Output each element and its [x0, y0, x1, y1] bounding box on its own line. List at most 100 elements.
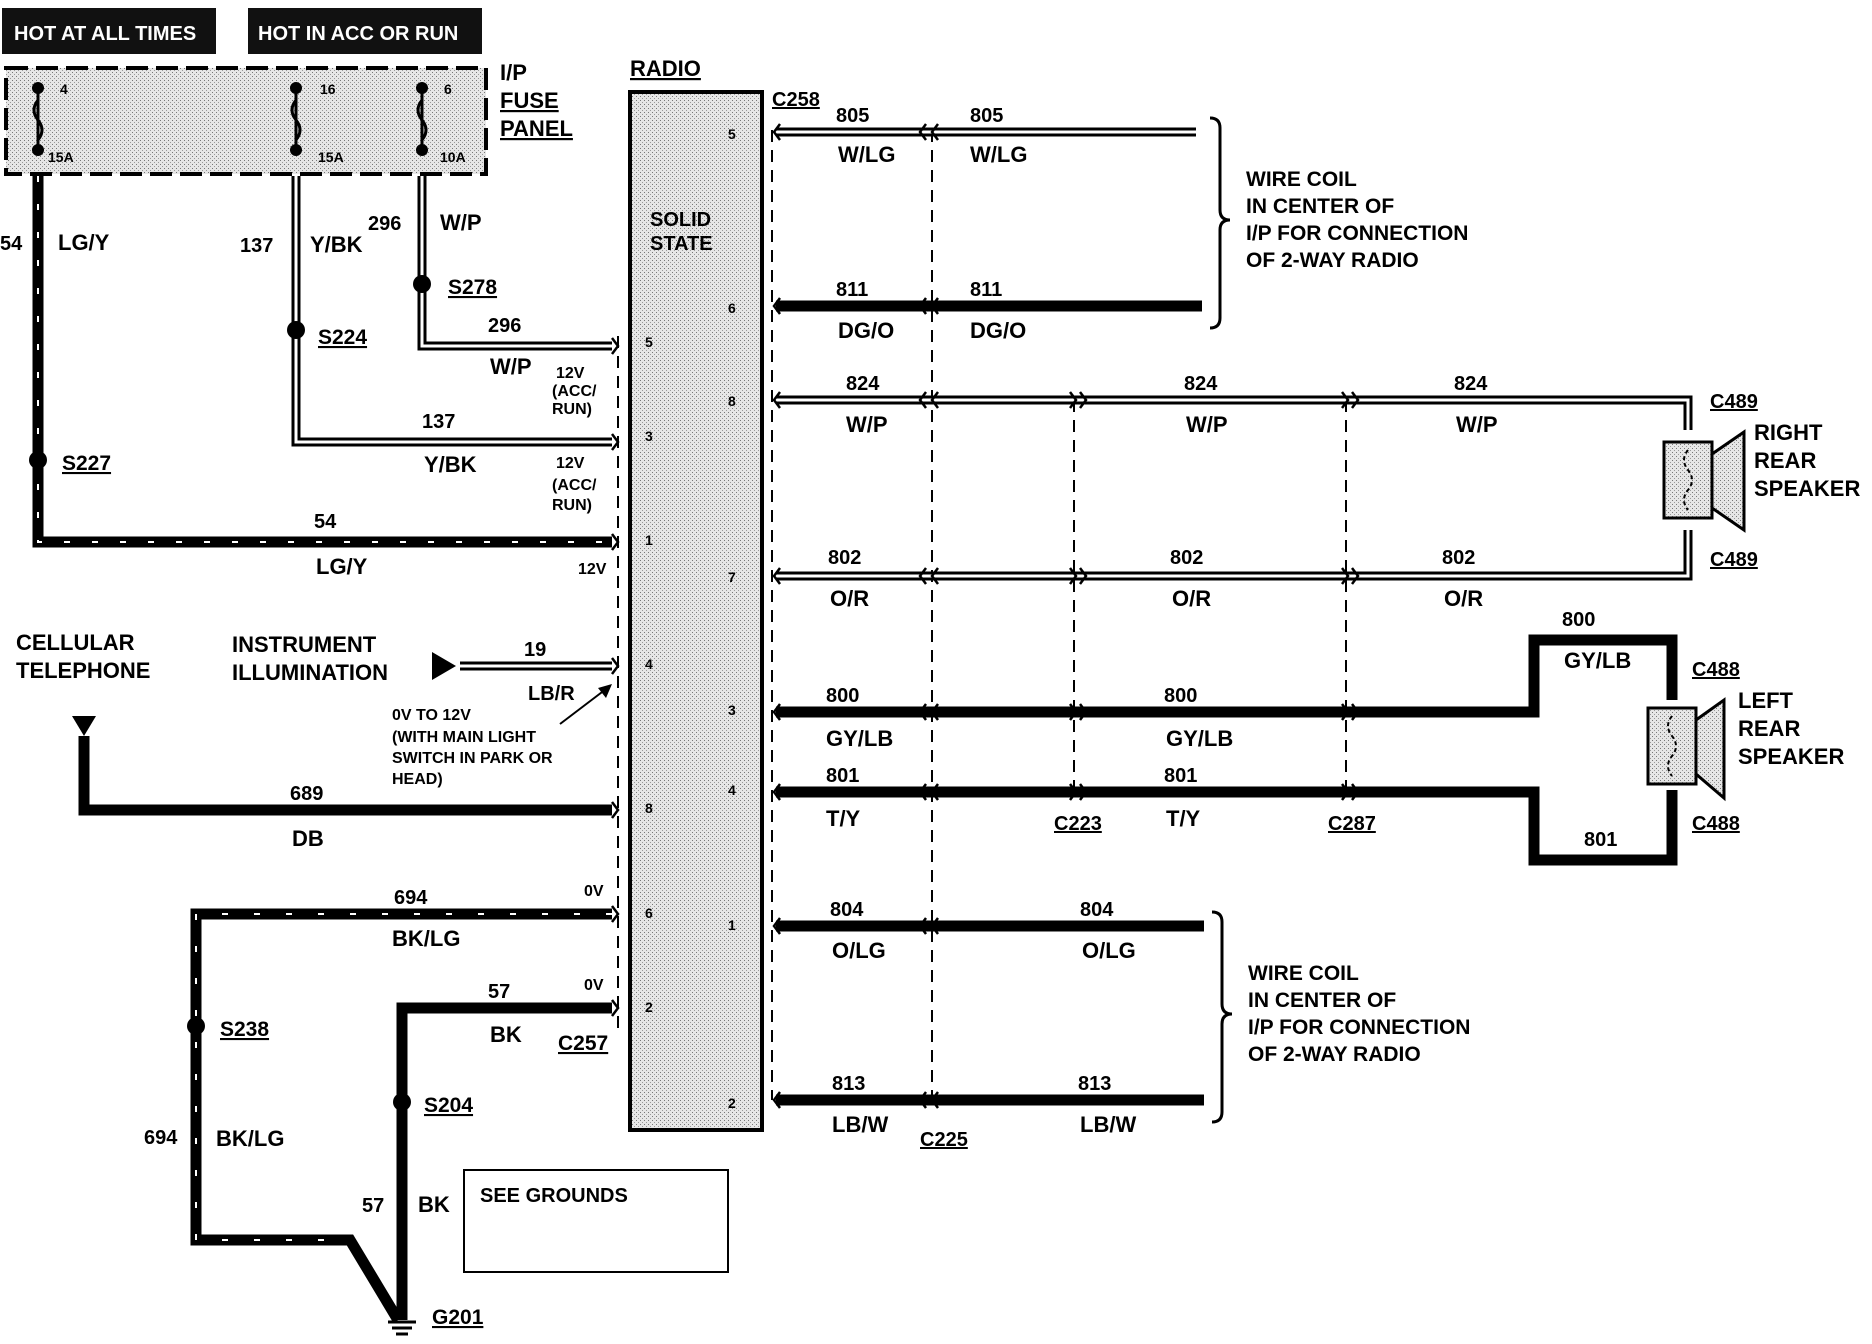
splice-s238	[187, 1017, 205, 1035]
radio-right-pin: 3	[728, 702, 736, 718]
radio-right-pin: 2	[728, 1095, 736, 1111]
wire-824	[776, 395, 1693, 430]
wire-296-circuit: 296	[368, 213, 401, 235]
fuse-panel-label-fuse: FUSE	[500, 88, 559, 113]
connector-c257: C257	[558, 1032, 608, 1055]
wire-57	[396, 1002, 612, 1320]
right-speaker-label-3: SPEAKER	[1754, 476, 1860, 501]
fuse-4-number: 4	[60, 81, 68, 97]
right-speaker-label-2: REAR	[1754, 448, 1816, 473]
connector-c258: C258	[772, 89, 820, 111]
radio-left-pin: 4	[645, 656, 653, 672]
coil-bottom-line-1: WIRE COIL	[1248, 962, 1359, 985]
hot-in-acc-or-run-box	[248, 8, 482, 54]
coil-top-brace	[1209, 116, 1231, 330]
right-speaker-label-1: RIGHT	[1754, 420, 1823, 445]
fuse-16-number: 16	[320, 81, 336, 97]
wire-802-circuit-3: 802	[1442, 547, 1475, 569]
right-speaker-connector-bottom: C489	[1710, 549, 1758, 571]
illumination-arrow-icon	[432, 652, 456, 680]
radio-left-pin: 1	[645, 532, 653, 548]
wire-800-color-2: GY/LB	[1166, 726, 1233, 751]
radio-left-pin: 6	[645, 905, 653, 921]
wire-802-color-2: O/R	[1172, 586, 1211, 611]
splice-s224-label: S224	[318, 326, 367, 349]
telephone-label: TELEPHONE	[16, 658, 150, 683]
splice-s238-label: S238	[220, 1018, 269, 1041]
wire-813-circuit-2: 813	[1078, 1073, 1111, 1095]
fuse-panel-label-ip: I/P	[500, 60, 527, 85]
splice-s204	[393, 1093, 411, 1111]
wire-694-circuit-2: 694	[144, 1127, 178, 1149]
illumination-note-1: 0V TO 12V	[392, 707, 471, 724]
splice-s278-label: S278	[448, 276, 497, 299]
wire-694-color: BK/LG	[392, 926, 460, 951]
left-speaker-label-1: LEFT	[1738, 688, 1794, 713]
wire-19-circuit: 19	[524, 639, 546, 661]
wire-805-circuit-2: 805	[970, 105, 1003, 127]
wire-689	[78, 736, 612, 816]
pin5-mode-1: (ACC/	[552, 383, 597, 400]
illumination-note-2: (WITH MAIN LIGHT	[392, 729, 536, 746]
wire-54-circuit: 54	[0, 233, 23, 255]
wire-824-circuit: 824	[846, 373, 880, 395]
wire-137-color-2: Y/BK	[424, 452, 477, 477]
radio-left-pin: 3	[645, 428, 653, 444]
see-grounds-box	[463, 1169, 729, 1273]
wire-689-color: DB	[292, 826, 324, 851]
pin3-voltage: 12V	[556, 455, 585, 472]
connector-chevrons	[611, 123, 1360, 1109]
splice-s204-label: S204	[424, 1094, 473, 1117]
right-speaker-connector-top: C489	[1710, 391, 1758, 413]
wire-19-color: LB/R	[528, 683, 575, 705]
wire-802	[776, 530, 1693, 581]
wire-801-circuit-2: 801	[1164, 765, 1197, 787]
wire-54-circuit-2: 54	[314, 511, 337, 533]
wire-801-circuit: 801	[826, 765, 859, 787]
wire-813-circuit: 813	[832, 1073, 865, 1095]
pin3-mode-1: (ACC/	[552, 477, 597, 494]
coil-top-line-4: OF 2-WAY RADIO	[1246, 249, 1419, 272]
coil-top-line-2: IN CENTER OF	[1246, 195, 1394, 218]
pin5-voltage: 12V	[556, 365, 585, 382]
pin1-voltage: 12V	[578, 561, 607, 578]
wire-296-color: W/P	[440, 210, 482, 235]
radio-right-pin: 8	[728, 393, 736, 409]
illumination-label: ILLUMINATION	[232, 660, 388, 685]
left-speaker-label-3: SPEAKER	[1738, 744, 1844, 769]
wire-824-circuit-2: 824	[1184, 373, 1218, 395]
wire-137-circuit: 137	[240, 235, 273, 257]
wire-813-color-2: LB/W	[1080, 1112, 1136, 1137]
radio-right-pin: 5	[728, 126, 736, 142]
wire-824-color: W/P	[846, 412, 888, 437]
wire-805-color-2: W/LG	[970, 142, 1027, 167]
wire-802-color: O/R	[830, 586, 869, 611]
hot-at-all-times-label: HOT AT ALL TIMES	[14, 23, 196, 45]
wire-800-circuit: 800	[826, 685, 859, 707]
left-rear-speaker-icon	[1646, 697, 1726, 802]
radio-right-pin: 6	[728, 300, 736, 316]
wire-804-color-2: O/LG	[1082, 938, 1136, 963]
wire-800-circuit-3: 800	[1562, 609, 1595, 631]
fuse-16: 16 15A	[290, 81, 344, 165]
wire-57-color-2: BK	[418, 1192, 450, 1217]
instrument-label: INSTRUMENT	[232, 632, 377, 657]
splice-s278	[413, 275, 431, 293]
wire-811-color: DG/O	[838, 318, 894, 343]
illumination-note-4: HEAD)	[392, 771, 443, 788]
coil-bottom-line-3: I/P FOR CONNECTION	[1248, 1016, 1470, 1039]
illumination-note-3: SWITCH IN PARK OR	[392, 750, 553, 767]
wire-824-color-3: W/P	[1456, 412, 1498, 437]
coil-bottom-line-4: OF 2-WAY RADIO	[1248, 1043, 1421, 1066]
left-speaker-label-2: REAR	[1738, 716, 1800, 741]
pin3-mode-2: RUN)	[552, 497, 592, 514]
wire-813-color: LB/W	[832, 1112, 888, 1137]
radio-left-pin: 8	[645, 800, 653, 816]
wire-694-color-2: BK/LG	[216, 1126, 284, 1151]
pin6-voltage: 0V	[584, 883, 604, 900]
wire-57-circuit: 57	[488, 981, 510, 1003]
wire-694-circuit: 694	[394, 887, 428, 909]
radio-right-pin: 1	[728, 917, 736, 933]
wire-800	[776, 634, 1678, 718]
radio-right-pin: 7	[728, 569, 736, 585]
